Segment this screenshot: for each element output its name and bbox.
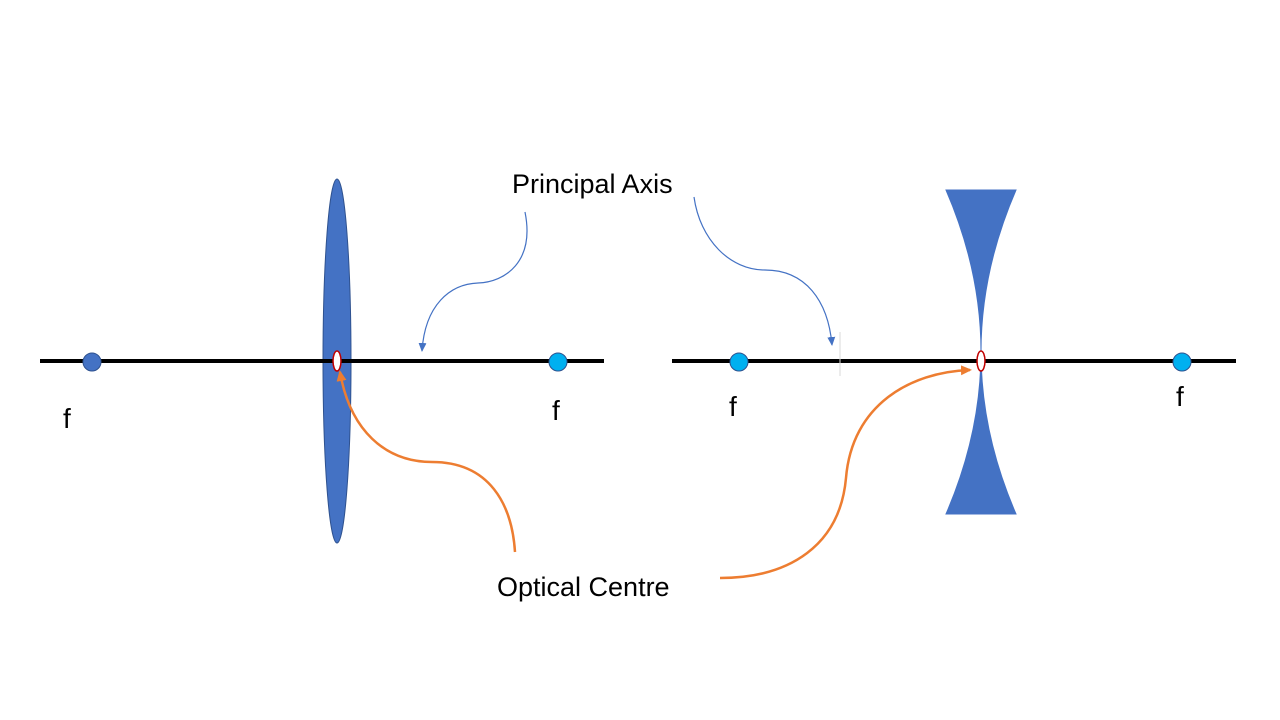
concave-lens xyxy=(945,189,1017,515)
focal-point-right-2 xyxy=(1172,352,1192,372)
focal-point-left-1 xyxy=(82,352,102,372)
optical-centre-marker-right xyxy=(976,350,986,372)
principal-axis-label: Principal Axis xyxy=(512,169,673,199)
focal-point-right-1 xyxy=(548,352,568,372)
focal-label-right-2: f xyxy=(1176,381,1184,412)
focal-label-left-2: f xyxy=(729,391,737,422)
focal-label-left-1: f xyxy=(63,403,71,434)
principal-axis-arrow-right xyxy=(693,196,836,346)
optical-centre-arrow-right xyxy=(719,365,972,580)
focal-label-right-1: f xyxy=(552,395,560,426)
optical-centre-arrow-left xyxy=(336,370,517,553)
optical-centre-marker-left xyxy=(332,350,342,372)
focal-point-left-2 xyxy=(729,352,749,372)
principal-axis-arrow-left xyxy=(418,211,528,352)
optical-centre-label: Optical Centre xyxy=(497,572,670,602)
